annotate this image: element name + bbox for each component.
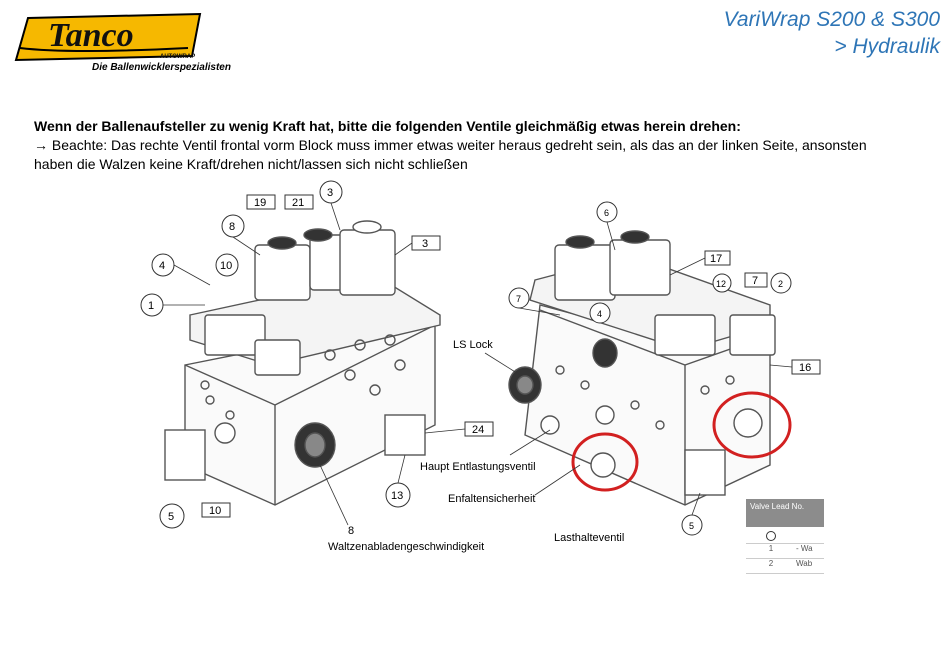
table-cell-desc: - Wa bbox=[796, 544, 813, 553]
callout-13: 13 bbox=[391, 490, 403, 502]
table-row: 2 Wab bbox=[746, 559, 824, 574]
label-haupt-entlastungsventil: Haupt Entlastungsventil bbox=[420, 461, 536, 473]
hydraulic-valve-diagram: 19 21 3 8 3 4 10 1 24 5 10 13 8 bbox=[130, 175, 830, 575]
note-text: Beachte: Das rechte Ventil frontal vorm … bbox=[34, 137, 867, 172]
callout-5a: 5 bbox=[168, 511, 174, 523]
instruction-note: → Beachte: Das rechte Ventil frontal vor… bbox=[34, 136, 894, 174]
callout-12: 12 bbox=[716, 279, 726, 289]
table-cell-no: 2 bbox=[768, 559, 774, 568]
instruction-heading: Wenn der Ballenaufsteller zu wenig Kraft… bbox=[34, 118, 741, 134]
label-enfaltensicherheit: Enfaltensicherheit bbox=[448, 493, 536, 505]
callout-4: 4 bbox=[159, 260, 165, 272]
highlight-circle-right bbox=[712, 391, 792, 459]
instruction-text: Wenn der Ballenaufsteller zu wenig Kraft… bbox=[34, 117, 894, 174]
table-header: Valve Lead No. bbox=[746, 499, 824, 527]
logo-subtext: AUTOWRAP bbox=[160, 54, 195, 60]
callout-10b: 10 bbox=[209, 505, 221, 517]
table-row: 1 - Wa bbox=[746, 544, 824, 559]
logo-text: Tanco bbox=[48, 17, 134, 54]
callout-10a: 10 bbox=[220, 260, 232, 272]
valve-lead-table: Valve Lead No. 1 - Wa 2 Wab bbox=[746, 499, 824, 574]
table-icon-row bbox=[746, 527, 824, 544]
page-title: VariWrap S200 & S300 > Hydraulik bbox=[724, 6, 940, 60]
callout-3b: 3 bbox=[422, 238, 428, 250]
callout-3a: 3 bbox=[327, 187, 333, 199]
callout-5b: 5 bbox=[689, 521, 694, 531]
callout-16: 16 bbox=[799, 362, 811, 374]
tagline: Die Ballenwicklerspezialisten bbox=[92, 62, 231, 73]
callout-4b: 4 bbox=[597, 309, 602, 319]
title-line-1: VariWrap S200 & S300 bbox=[723, 8, 940, 31]
label-lasthalteventil: Lasthalteventil bbox=[554, 532, 625, 544]
table-cell-desc: Wab bbox=[796, 559, 813, 568]
label-waltzenabladengeschwindigkeit: Waltzenabladengeschwindigkeit bbox=[328, 541, 485, 553]
callout-19: 19 bbox=[254, 197, 266, 209]
title-line-2: > Hydraulik bbox=[834, 35, 940, 58]
highlight-circle-lasthalte bbox=[571, 432, 639, 492]
circle-icon bbox=[766, 531, 776, 541]
callout-2: 2 bbox=[778, 279, 783, 289]
tanco-logo: Tanco AUTOWRAP bbox=[10, 8, 250, 76]
callout-21: 21 bbox=[292, 197, 304, 209]
callout-7b: 7 bbox=[516, 294, 521, 304]
callout-1: 1 bbox=[148, 300, 154, 312]
callout-17: 17 bbox=[710, 253, 722, 265]
arrow-icon: → bbox=[34, 137, 48, 153]
callout-8b: 8 bbox=[348, 525, 354, 537]
label-ls-lock: LS Lock bbox=[453, 339, 493, 351]
callout-8a: 8 bbox=[229, 221, 235, 233]
table-cell-no: 1 bbox=[768, 544, 774, 553]
valve-block-drawing: 19 21 3 8 3 4 10 1 24 5 10 13 8 bbox=[140, 180, 821, 537]
callout-24: 24 bbox=[472, 424, 484, 436]
callout-7a: 7 bbox=[752, 275, 758, 287]
callout-6: 6 bbox=[604, 208, 609, 218]
